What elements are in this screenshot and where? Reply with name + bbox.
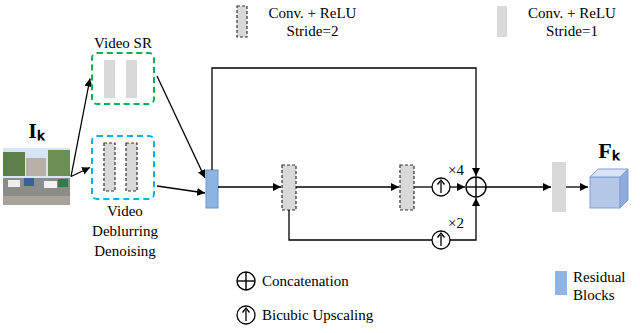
cube-front <box>590 177 620 208</box>
upscale-arrow <box>440 235 441 246</box>
deblur-denoise-module: Video Deblurring Denoising <box>91 135 155 200</box>
conv-stride1 <box>552 162 566 212</box>
video-sr-module: Video SR <box>91 52 155 105</box>
flow-arrow <box>566 186 588 187</box>
image-car <box>58 179 68 187</box>
conv-stride2 <box>282 165 296 210</box>
upscale-arrow <box>440 182 441 193</box>
scale-factor: ×4 <box>448 162 464 178</box>
image-sky <box>3 148 70 205</box>
flow-arrow <box>71 168 90 177</box>
image-trees <box>3 152 25 176</box>
module-caption: Video Deblurring Denoising <box>75 201 175 261</box>
upscale-circle <box>432 231 450 249</box>
legend-text: Bicubic Upscaling <box>262 306 402 324</box>
image-pavement <box>3 196 70 205</box>
concat-circle <box>237 272 255 290</box>
flow-arrow <box>71 79 90 177</box>
legend-text: Concatenation <box>262 272 372 290</box>
input-frame: Iₖ <box>3 148 70 205</box>
feature-cube <box>590 169 628 208</box>
legend-concat-sample <box>237 272 255 290</box>
upscale-arrow <box>245 310 246 321</box>
input-image <box>3 148 70 205</box>
flow-arrow <box>218 186 281 187</box>
flow-arrow <box>450 186 465 187</box>
conv-stride2 <box>104 143 115 191</box>
image-car <box>44 181 57 188</box>
output-feature: Fₖ <box>588 168 630 210</box>
module-heading: Video SR <box>94 33 152 53</box>
legend-swatch <box>497 6 507 37</box>
legend-text: Residual Blocks <box>573 268 635 304</box>
concat-circle <box>466 177 486 197</box>
branch-line <box>289 210 432 240</box>
flow-arrow <box>157 186 205 193</box>
symbol-label: Fₖ <box>598 138 619 164</box>
upscale-symbol <box>432 178 450 196</box>
image-car <box>24 178 34 186</box>
legend-text: Conv. + ReLU Stride=2 <box>250 4 375 40</box>
upscale-symbol <box>432 231 450 249</box>
conv-stride1 <box>104 60 115 98</box>
legend-upscale-sample <box>237 306 255 324</box>
conv-stride1 <box>126 60 137 98</box>
legend-swatch <box>555 271 567 295</box>
flow-arrow <box>157 76 205 178</box>
upscale-arrow <box>438 233 445 238</box>
concat-plus <box>245 272 246 290</box>
skip-connection <box>212 68 476 176</box>
image-trees <box>48 150 70 176</box>
flow-arrow <box>296 186 399 187</box>
symbol-label: Iₖ <box>28 118 45 144</box>
upscale-circle <box>237 306 255 324</box>
image-car <box>8 180 20 187</box>
conv-stride2 <box>126 143 137 191</box>
legend-sample <box>237 6 247 37</box>
upscale-arrow <box>243 308 250 313</box>
flow-arrow <box>486 186 551 187</box>
image-building <box>26 158 46 176</box>
scale-factor: ×2 <box>448 215 464 231</box>
upscale-arrow <box>438 180 445 185</box>
concat-symbol <box>466 177 486 197</box>
flow-line <box>414 186 432 187</box>
residual-blocks <box>206 170 218 208</box>
upscale-circle <box>432 178 450 196</box>
legend-text: Conv. + ReLU Stride=1 <box>511 4 633 40</box>
cube-side <box>620 169 628 208</box>
conv-stride2 <box>400 165 414 210</box>
image-road <box>3 178 70 205</box>
concat-plus <box>475 177 476 197</box>
